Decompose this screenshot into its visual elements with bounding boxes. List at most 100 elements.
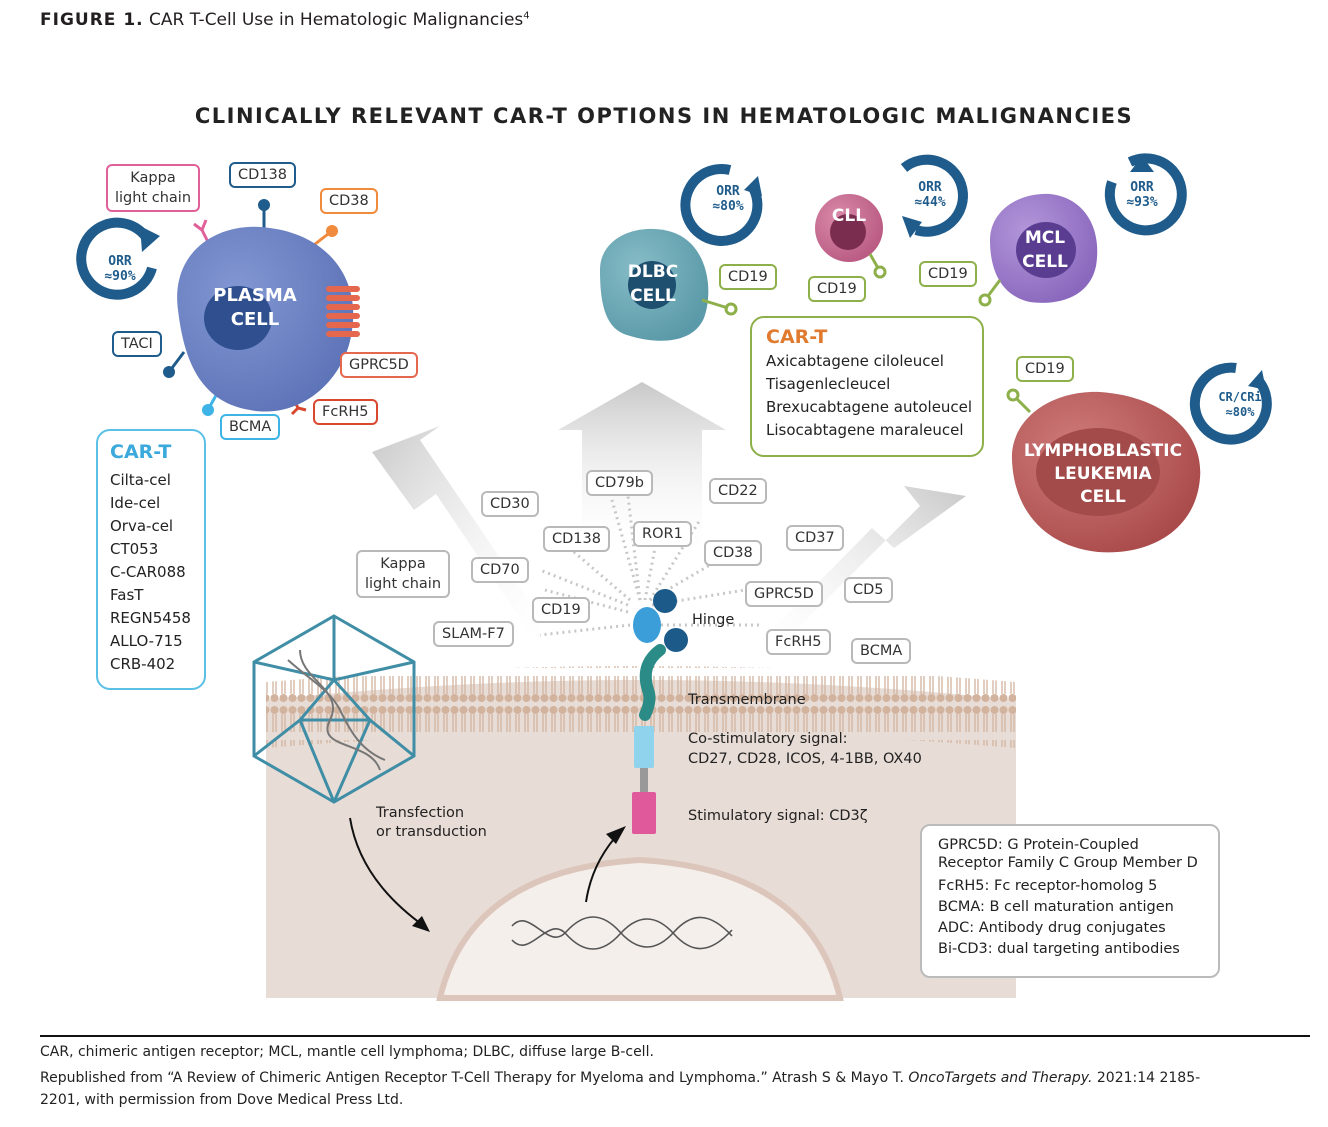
target-cd70: CD70: [471, 557, 529, 583]
plasma-line2: CELL: [230, 309, 280, 330]
footnote: CAR, chimeric antigen receptor; MCL, man…: [40, 1044, 654, 1060]
plasma-cart-item: ALLO-715: [110, 632, 183, 650]
cll-cd19: CD19: [808, 276, 866, 302]
arrow-right: [742, 486, 966, 660]
dlbc-cell: [600, 228, 738, 341]
target-bcma: BCMA: [851, 638, 912, 664]
lymph-line2: LEUKEMIA: [1054, 464, 1152, 484]
label-transmembrane: Transmembrane: [688, 692, 806, 708]
citation-suffix: 2021:14 2185-: [1096, 1070, 1201, 1086]
target-slamf7: SLAM-F7: [433, 621, 514, 647]
citation-line2: 2201, with permission from Dove Medical …: [40, 1092, 404, 1108]
plasma-cart-item: C-CAR088: [110, 563, 186, 581]
target-kappa: Kappa light chain: [356, 550, 451, 598]
cll-cell: [815, 194, 887, 279]
orr-plasma: ORR≈90%: [100, 254, 140, 284]
citation-prefix: Republished from “A Review of Chimeric A…: [40, 1070, 904, 1086]
viral-capsid-icon: [252, 614, 416, 804]
orr-dlbc-value: ≈80%: [712, 199, 744, 214]
arrow-left-main: [372, 426, 548, 660]
mcl-cell-label: MCL CELL: [1010, 226, 1080, 274]
legend-line: FcRH5: Fc receptor-homolog 5: [938, 878, 1158, 894]
orr-lymph: CR/CRi≈80%: [1214, 390, 1266, 420]
plasma-cell: [163, 199, 360, 416]
legend-line: Bi-CD3: dual targeting antibodies: [938, 941, 1180, 957]
bcell-cart-item: Brexucabtagene autoleucel: [766, 398, 973, 416]
label-transfection-2: or transduction: [376, 824, 487, 840]
orr-mcl: ORR≈93%: [1122, 180, 1162, 210]
lymphoblastic-cell-label: LYMPHOBLASTIC LEUKEMIA CELL: [1020, 440, 1186, 509]
bcell-cart-box: CAR-T Axicabtagene ciloleucel Tisagenlec…: [750, 316, 984, 457]
t-cell-membrane: [266, 666, 1016, 748]
antigen-bcma: BCMA: [220, 414, 281, 440]
plasma-cell-label: PLASMA CELL: [200, 284, 310, 332]
orr-arrow-plasma: [76, 217, 157, 300]
plasma-line1: PLASMA: [213, 285, 297, 306]
footer-rule: [40, 1035, 1310, 1037]
target-fcrh5: FcRH5: [766, 629, 831, 655]
orr-cll-value: ≈44%: [914, 195, 946, 210]
orr-mcl-value: ≈93%: [1126, 195, 1158, 210]
target-cd30: CD30: [481, 491, 539, 517]
orr-arrow-dlbc: [680, 163, 763, 246]
legend-line: ADC: Antibody drug conjugates: [938, 920, 1166, 936]
orr-cll: ORR≈44%: [910, 180, 950, 210]
antigen-kappa: Kappa light chain: [106, 164, 201, 212]
lymph-line1: LYMPHOBLASTIC: [1023, 441, 1183, 461]
citation-journal: OncoTargets and Therapy.: [908, 1070, 1093, 1086]
car-receptor: [632, 589, 688, 834]
antigen-cd138: CD138: [229, 162, 296, 188]
plasma-cart-item: REGN5458: [110, 609, 191, 627]
lymph-cd19: CD19: [1016, 356, 1074, 382]
plasma-cart-box: CAR-T Cilta-cel Ide-cel Orva-cel CT053 C…: [96, 429, 206, 690]
orr-cll-label: ORR: [918, 180, 942, 195]
legend-line: BCMA: B cell maturation antigen: [938, 899, 1174, 915]
antigen-taci: TACI: [112, 331, 162, 357]
label-transfection-1: Transfection: [376, 805, 465, 821]
bcell-cart-title: CAR-T: [766, 326, 828, 348]
orr-plasma-label: ORR: [108, 254, 132, 269]
legend-line: GPRC5D: G Protein-Coupled: [938, 837, 1139, 853]
legend-line: Receptor Family C Group Member D: [938, 855, 1198, 871]
bcell-cart-item: Tisagenlecleucel: [766, 375, 891, 393]
plasma-cart-item: Orva-cel: [110, 517, 174, 535]
nuclear-dna-icon: [511, 916, 733, 950]
target-cd19: CD19: [532, 597, 590, 623]
target-gprc5d: GPRC5D: [745, 581, 823, 607]
plasma-cart-item: Ide-cel: [110, 494, 161, 512]
target-cd138: CD138: [543, 526, 610, 552]
figure-title: CAR T-Cell Use in Hematologic Malignanci…: [149, 10, 524, 30]
lymph-line3: CELL: [1080, 487, 1126, 507]
antigen-cd38: CD38: [320, 188, 378, 214]
target-cd79b: CD79b: [586, 470, 653, 496]
orr-dlbc: ORR≈80%: [708, 184, 748, 214]
mcl-line2: CELL: [1022, 252, 1068, 272]
transfection-arrow: [349, 817, 425, 927]
t-cell-nucleus: [436, 856, 844, 1001]
dlbc-line2: CELL: [630, 286, 676, 306]
citation-line1: Republished from “A Review of Chimeric A…: [40, 1070, 1200, 1086]
orr-arrow-mcl: [1104, 153, 1187, 236]
antigen-gprc5d: GPRC5D: [340, 352, 418, 378]
label-stim: Stimulatory signal: CD3ζ: [688, 808, 868, 824]
dlbc-cd19: CD19: [719, 264, 777, 290]
label-costim-1: Co-stimulatory signal:: [688, 731, 848, 747]
antigen-fcrh5: FcRH5: [313, 399, 378, 425]
orr-lymph-label: CR/CRi: [1218, 390, 1262, 404]
mcl-cell: [978, 193, 1098, 307]
mcl-cd19: CD19: [919, 261, 977, 287]
diagram-title: CLINICALLY RELEVANT CAR-T OPTIONS IN HEM…: [194, 104, 1134, 128]
target-cd5: CD5: [844, 577, 893, 603]
orr-dlbc-label: ORR: [716, 184, 740, 199]
orr-plasma-value: ≈90%: [104, 269, 136, 284]
figure-label: FIGURE 1.: [40, 10, 144, 30]
lymphoblastic-cell: [1006, 388, 1201, 553]
bcell-cart-item: Axicabtagene ciloleucel: [766, 352, 944, 370]
orr-mcl-label: ORR: [1130, 180, 1154, 195]
plasma-cart-item: CT053: [110, 540, 159, 558]
t-cell-body: [266, 680, 1016, 998]
target-cd22: CD22: [709, 478, 767, 504]
label-hinge: Hinge: [692, 612, 735, 628]
mcl-line1: MCL: [1024, 228, 1066, 248]
cll-cell-label: CLL: [831, 206, 867, 226]
